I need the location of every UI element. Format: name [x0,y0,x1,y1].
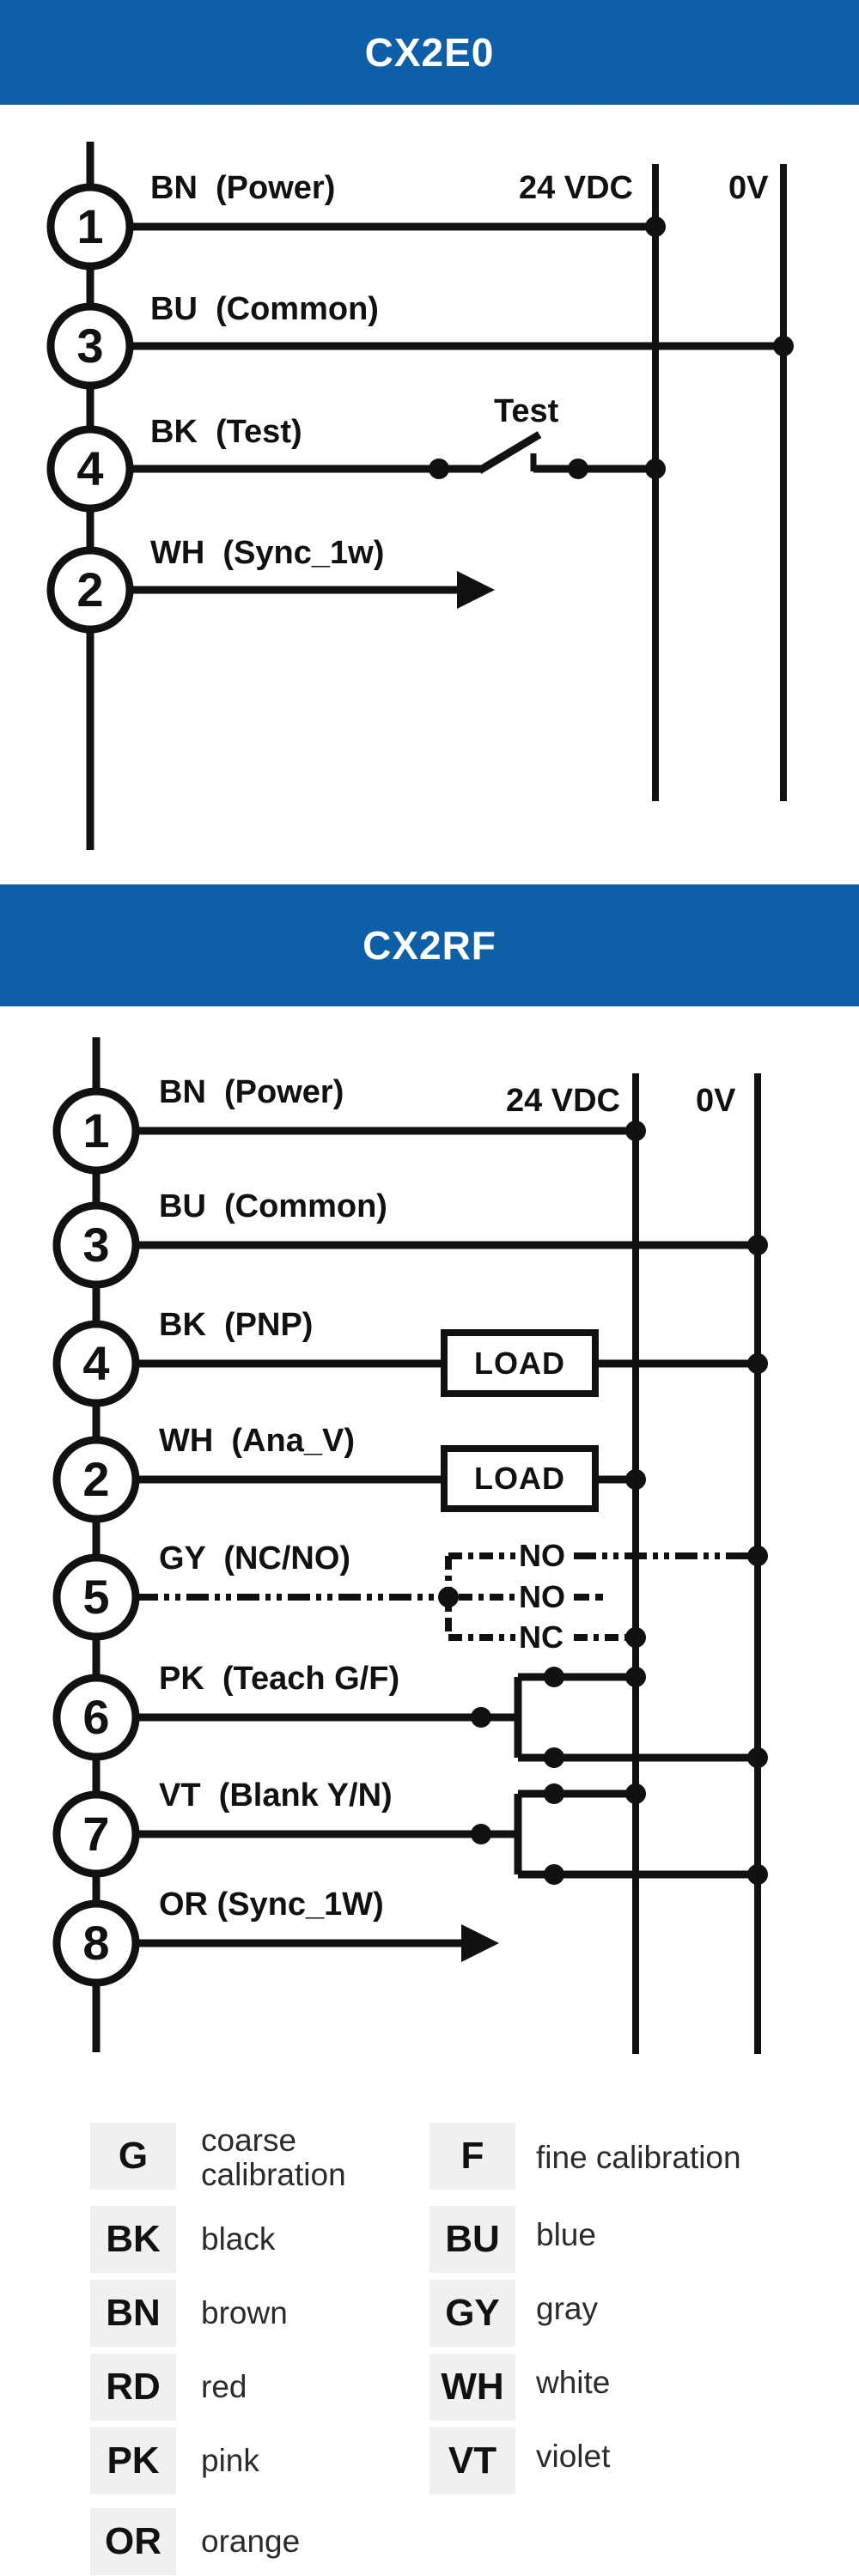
load-box-pnp [441,1329,599,1397]
cx2rf-pin6-label: PK (Teach G/F) [159,1661,400,1697]
legend-code-f: F [430,2123,515,2190]
gy-contact-no-top-label: NO [519,1538,565,1573]
cx2e0-pin1-label: BN (Power) [150,170,336,206]
cx2rf-pin6-number: 6 [82,1690,110,1744]
legend-code-bk: BK [90,2206,176,2273]
legend-label-orange: orange [201,2524,301,2559]
cx2e0-pin3-number: 3 [76,319,104,373]
cx2e0-pin1-number: 1 [76,199,104,253]
legend-label-violet: violet [536,2439,611,2474]
gy-contact-no-mid-label: NO [519,1579,565,1614]
load-box-pnp-label: LOAD [474,1345,565,1381]
legend-label-coarse: coarse calibration [201,2123,346,2192]
legend-code-or: OR [90,2508,176,2575]
legend-label-black: black [201,2221,276,2257]
cx2rf-24vdc-label: 24 VDC [505,1083,620,1119]
legend-label-fine: fine calibration [536,2140,741,2175]
cx2e0-24vdc-label: 24 VDC [518,170,633,206]
cx2rf-title: CX2RF [362,923,497,968]
cx2rf-pin8-label: OR (Sync_1W) [159,1886,384,1923]
legend-code-g: G [90,2123,176,2190]
cx2rf-junction-dots [438,1121,768,1885]
cx2e0-junction-dots [429,216,794,479]
legend-label-gray: gray [536,2291,598,2326]
test-switch-label: Test [494,393,559,429]
cx2rf-pin4-label: BK (PNP) [159,1307,314,1343]
legend-label-brown: brown [201,2295,288,2330]
cx2rf-0v-label: 0V [696,1083,736,1119]
cx2rf-gy-network [136,1552,758,1641]
legend-label-white: white [536,2365,611,2400]
cx2e0-pin2-label: WH (Sync_1w) [150,535,385,571]
cx2e0-title: CX2E0 [364,30,495,75]
cx2rf-pin4-number: 4 [82,1336,110,1390]
test-switch-blade [477,431,542,474]
cx2rf-pin7-label: VT (Blank Y/N) [159,1777,393,1814]
legend-code-bu: BU [430,2206,515,2273]
cx2e0-0v-label: 0V [728,170,769,206]
cx2e0-pin4-number: 4 [76,441,104,495]
cx2rf-pin1-label: BN (Power) [159,1074,344,1110]
cx2rf-pin5-label: GY (NC/NO) [159,1540,351,1577]
cx2rf-pin3-label: BU (Common) [159,1188,387,1224]
legend-code-gy: GY [430,2280,515,2347]
legend-code-wh: WH [430,2354,515,2421]
cx2rf-pin5-number: 5 [82,1570,110,1624]
gy-contact-nc-label: NC [519,1619,564,1655]
cx2rf-pin2-label: WH (Ana_V) [159,1423,355,1459]
cx2e0-pin4-label: BK (Test) [150,414,302,450]
cx2rf-header: CX2RF [0,884,859,1006]
cx2rf-pin2-number: 2 [82,1452,110,1506]
cx2e0-pin3-label: BU (Common) [150,291,379,327]
legend-code-bn: BN [90,2280,176,2347]
cx2rf-pin7-number: 7 [82,1807,110,1861]
cx2rf-sync-arrowhead [461,1924,499,1962]
legend-label-blue: blue [536,2217,596,2252]
cx2rf-pin1-number: 1 [82,1103,110,1157]
legend-code-pk: PK [90,2427,176,2494]
cx2rf-pin3-number: 3 [82,1218,110,1272]
cx2e0-sync-arrowhead [457,571,495,609]
cx2rf-pin8-number: 8 [82,1916,110,1970]
legend-label-pink: pink [201,2443,259,2478]
legend-code-vt: VT [430,2427,515,2494]
legend-code-rd: RD [90,2354,176,2421]
cx2e0-pin2-number: 2 [76,562,104,617]
load-box-anav-label: LOAD [474,1461,565,1496]
load-box-anav [441,1445,599,1512]
cx2e0-header: CX2E0 [0,0,859,105]
legend-label-red: red [201,2369,247,2404]
